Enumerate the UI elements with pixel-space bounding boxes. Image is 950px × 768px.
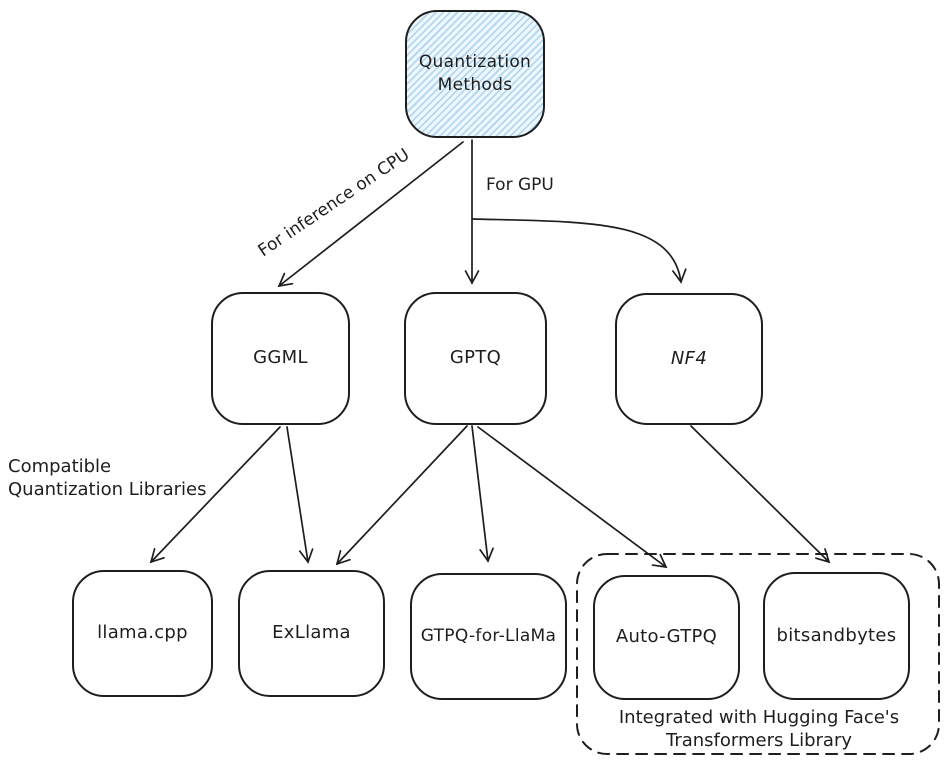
- node-ggml-label: GGML: [253, 347, 308, 369]
- node-gtpq-for-llama-label: GTPQ-for-LlaMa: [420, 626, 557, 647]
- node-bitsandbytes: bitsandbytes: [763, 572, 910, 700]
- edge-root-to-nf4: [472, 218, 687, 284]
- node-gptq-label: GPTQ: [449, 347, 502, 369]
- edge-ggml-to-exllama: [286, 426, 314, 564]
- compatible-libraries-annotation: Compatible Quantization Libraries: [8, 455, 207, 501]
- huggingface-group-line2: Transformers Library: [665, 730, 853, 751]
- node-bitsandbytes-label: bitsandbytes: [776, 624, 897, 646]
- node-exllama-label: ExLlama: [272, 622, 351, 644]
- huggingface-group-line1: Integrated with Hugging Face's: [618, 707, 900, 728]
- edge-label-gpu: For GPU: [486, 175, 554, 195]
- node-gptq: GPTQ: [404, 292, 547, 425]
- edge-nf4-to-bitsandbytes: [690, 425, 831, 564]
- node-auto-gtpq: Auto-GTPQ: [593, 575, 740, 700]
- node-quantization-methods-label-line2: Methods: [437, 75, 513, 95]
- node-auto-gtpq-label: Auto-GTPQ: [615, 626, 718, 648]
- node-llama-cpp: llama.cpp: [72, 570, 213, 697]
- node-nf4-label: NF4: [670, 347, 708, 369]
- node-quantization-methods: Quantization Methods: [405, 10, 545, 138]
- edge-ggml-to-llamacpp: [149, 426, 281, 564]
- huggingface-group-annotation: Integrated with Hugging Face's Transform…: [586, 706, 932, 752]
- edge-root-to-ggml: [277, 141, 464, 288]
- compatible-libraries-line1: Compatible: [8, 456, 112, 477]
- node-nf4: NF4: [615, 293, 763, 425]
- node-quantization-methods-label-line1: Quantization: [418, 52, 532, 73]
- node-exllama: ExLlama: [238, 570, 385, 697]
- node-llama-cpp-label: llama.cpp: [97, 622, 188, 644]
- node-ggml: GGML: [211, 292, 350, 425]
- edge-gptq-to-exllama: [335, 425, 468, 566]
- huggingface-group-box: [576, 553, 940, 755]
- edge-gptq-to-autogtpq: [477, 426, 668, 569]
- compatible-libraries-line2: Quantization Libraries: [8, 479, 207, 500]
- edge-gptq-to-gtpqforllama: [471, 425, 494, 563]
- node-gtpq-for-llama: GTPQ-for-LlaMa: [410, 573, 567, 700]
